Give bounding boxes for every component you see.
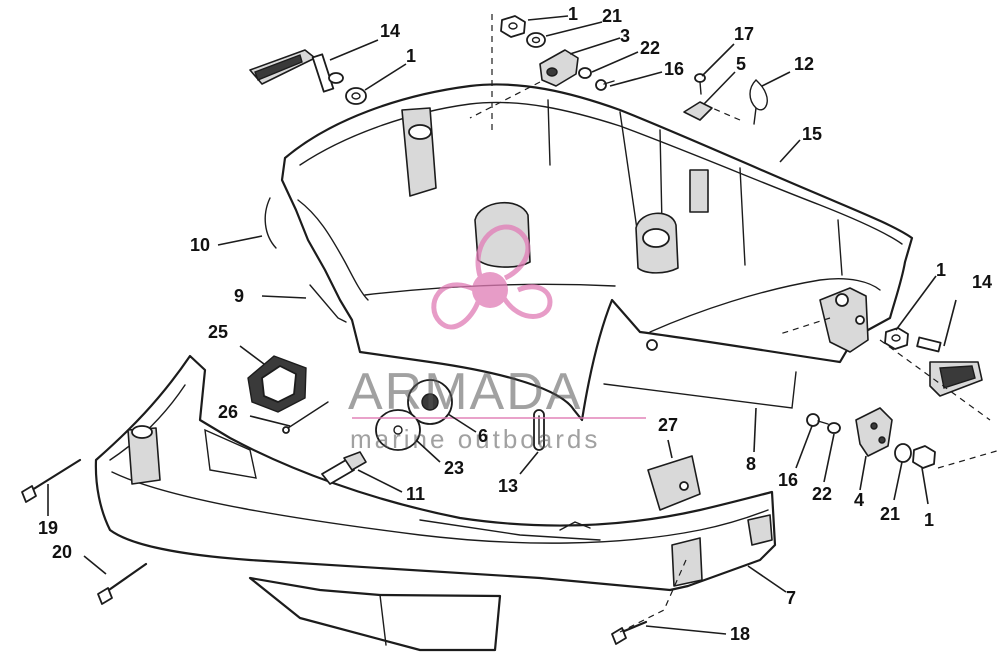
callout-13: 13 (498, 476, 518, 496)
callout-11: 11 (406, 484, 425, 504)
watermark-subtitle: marine outboards (350, 424, 600, 454)
seal-part-10 (264, 197, 277, 249)
callout-16-top: 16 (664, 59, 684, 79)
bolt-part-18 (611, 620, 648, 645)
callout-22-top: 22 (640, 38, 660, 58)
callout-labels: 1 21 3 22 16 17 5 12 14 1 15 10 9 1 14 2… (38, 4, 992, 644)
callout-23: 23 (444, 458, 464, 478)
upper-cowl-part-15 (280, 83, 914, 422)
watermark-title: ARMADA (348, 363, 582, 421)
callout-16-bottom: 16 (778, 470, 798, 490)
callout-25: 25 (208, 322, 228, 342)
callout-19: 19 (38, 518, 58, 538)
callout-20: 20 (52, 542, 72, 562)
plug-part-6 (407, 379, 453, 425)
callout-26: 26 (218, 402, 238, 422)
nut-part-1a (500, 15, 526, 38)
leader-lines (47, 15, 957, 635)
washer-part-21b (894, 443, 912, 463)
wire-clip-part-12 (749, 79, 768, 125)
callout-17: 17 (734, 24, 754, 44)
pad-part-27 (647, 455, 701, 511)
callout-6: 6 (478, 426, 488, 446)
washer-part-23 (375, 409, 421, 451)
callout-22-bottom: 22 (812, 484, 832, 504)
callout-1-top: 1 (568, 4, 578, 24)
clip-part-5 (683, 101, 713, 121)
callout-1-left: 1 (406, 46, 416, 66)
nut-part-1b (345, 87, 367, 105)
screw-part-17 (694, 73, 706, 95)
callout-4: 4 (854, 490, 864, 510)
callout-21-bottom: 21 (880, 504, 900, 524)
bolt-part-19 (21, 458, 82, 503)
link-part-13 (533, 409, 545, 451)
nut-part-1c (884, 327, 909, 350)
grommet-part-25 (247, 355, 307, 413)
callout-9: 9 (234, 286, 244, 306)
washer-part-21a (526, 32, 546, 48)
nut-part-1d (912, 445, 936, 469)
seal-part-8 (603, 371, 797, 409)
washer-part-22b (827, 422, 841, 434)
callout-3: 3 (620, 26, 630, 46)
callout-7: 7 (786, 588, 796, 608)
callout-5: 5 (736, 54, 746, 74)
callout-1-right: 1 (936, 260, 946, 280)
latch-lever-part-14a (249, 49, 344, 93)
callout-10: 10 (190, 235, 210, 255)
latch-lever-part-14b (916, 336, 983, 397)
callout-18: 18 (730, 624, 750, 644)
callout-12: 12 (794, 54, 814, 74)
callout-27: 27 (658, 415, 678, 435)
propeller-logo (431, 224, 553, 330)
armada-watermark: ARMADA marine outboards (348, 224, 646, 454)
screw-part-16b (806, 413, 829, 427)
callout-21-top: 21 (602, 6, 622, 26)
washer-part-22a (578, 67, 592, 79)
lower-cowl-part-7 (94, 354, 777, 652)
screw-part-16a (595, 79, 615, 91)
callout-1-bottom: 1 (924, 510, 934, 530)
callout-15: 15 (802, 124, 822, 144)
bracket-part-3 (539, 49, 579, 87)
stud-part-11 (321, 451, 367, 485)
callout-14-right: 14 (972, 272, 992, 292)
bolt-part-20 (97, 562, 148, 605)
assembly-lines (469, 14, 1000, 633)
pin-part-26 (282, 401, 329, 434)
callout-8: 8 (746, 454, 756, 474)
seal-part-9 (309, 284, 347, 323)
callout-14-left: 14 (380, 21, 400, 41)
bracket-part-4 (855, 407, 893, 457)
